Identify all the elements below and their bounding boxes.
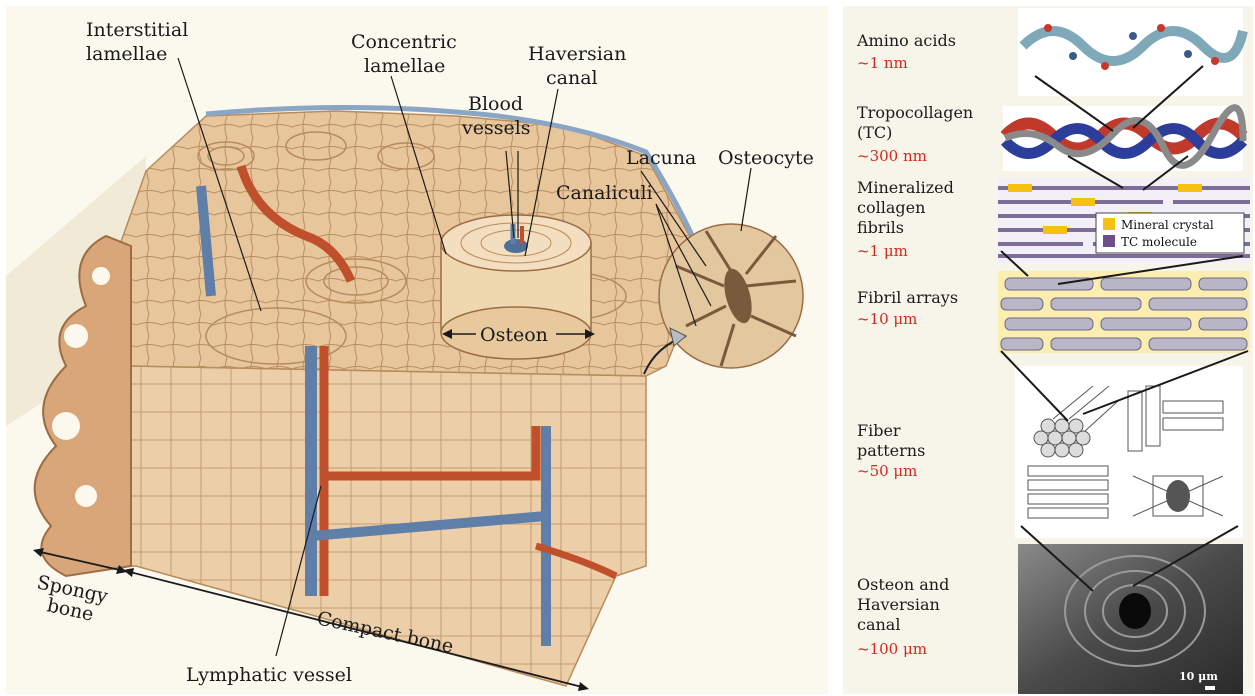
scale-bar-label: 10 μm <box>1179 670 1218 683</box>
label-concentric-2: lamellae <box>364 55 445 77</box>
level-osteon-name-3: canal <box>857 615 900 634</box>
level-fibril-name: Fibril arrays <box>857 288 958 307</box>
bone-structure-svg: Interstitial lamellae Concentric lamella… <box>6 6 828 694</box>
label-osteocyte: Osteocyte <box>718 147 814 169</box>
level-mineral-size: ~1 μm <box>857 242 908 260</box>
fiber-patterns-image <box>1015 366 1243 538</box>
legend-tc-swatch <box>1103 235 1115 247</box>
label-concentric-1: Concentric <box>351 31 457 53</box>
level-osteon-size: ~100 μm <box>857 640 927 658</box>
level-fiber-name-1: Fiber <box>857 421 901 440</box>
level-osteon-name-2: Haversian <box>857 595 940 614</box>
level-amino-size: ~1 nm <box>857 54 908 72</box>
label-interstitial-2: lamellae <box>86 43 167 65</box>
level-tropo-name-2: (TC) <box>857 123 892 142</box>
level-fibril-size: ~10 μm <box>857 310 917 328</box>
label-lymphatic: Lymphatic vessel <box>186 664 352 686</box>
legend-mineral-swatch <box>1103 218 1115 230</box>
legend-tc-label: TC molecule <box>1121 235 1197 249</box>
level-mineral-name-3: fibrils <box>857 218 904 237</box>
label-haversian-1: Haversian <box>528 43 626 65</box>
label-osteon: Osteon <box>480 324 548 346</box>
osteon-sem-image: 10 μm <box>1018 544 1243 694</box>
scale-bar <box>1205 686 1215 690</box>
bone-structure-illustration: Interstitial lamellae Concentric lamella… <box>6 6 828 694</box>
level-osteon-name-1: Osteon and <box>857 575 949 594</box>
label-interstitial-1: Interstitial <box>86 19 188 41</box>
level-tropo-size: ~300 nm <box>857 147 927 165</box>
level-mineral-name-1: Mineralized <box>857 178 954 197</box>
fibril-arrays-image <box>998 271 1250 353</box>
bone-hierarchy-panel: Mineral crystal TC molecule <box>843 6 1253 694</box>
label-lacuna: Lacuna <box>626 147 696 169</box>
hierarchy-svg: Mineral crystal TC molecule <box>843 6 1253 694</box>
label-haversian-2: canal <box>546 67 598 89</box>
level-tropo-name-1: Tropocollagen <box>857 103 973 122</box>
level-fiber-name-2: patterns <box>857 441 925 460</box>
level-amino-name: Amino acids <box>856 31 956 50</box>
level-fiber-size: ~50 μm <box>857 462 917 480</box>
tropocollagen-image <box>1003 106 1243 171</box>
level-mineral-name-2: collagen <box>857 198 925 217</box>
label-canaliculi: Canaliculi <box>556 182 653 204</box>
label-blood-2: vessels <box>461 117 531 139</box>
label-blood-1: Blood <box>468 93 523 115</box>
osteocyte-magnified <box>659 224 803 368</box>
hierarchy-labels: Amino acids ~1 nm Tropocollagen (TC) ~30… <box>856 31 973 658</box>
amino-acids-image <box>1018 8 1243 96</box>
legend-mineral-label: Mineral crystal <box>1121 218 1214 232</box>
mineralized-fibrils-image: Mineral crystal TC molecule <box>998 178 1250 263</box>
